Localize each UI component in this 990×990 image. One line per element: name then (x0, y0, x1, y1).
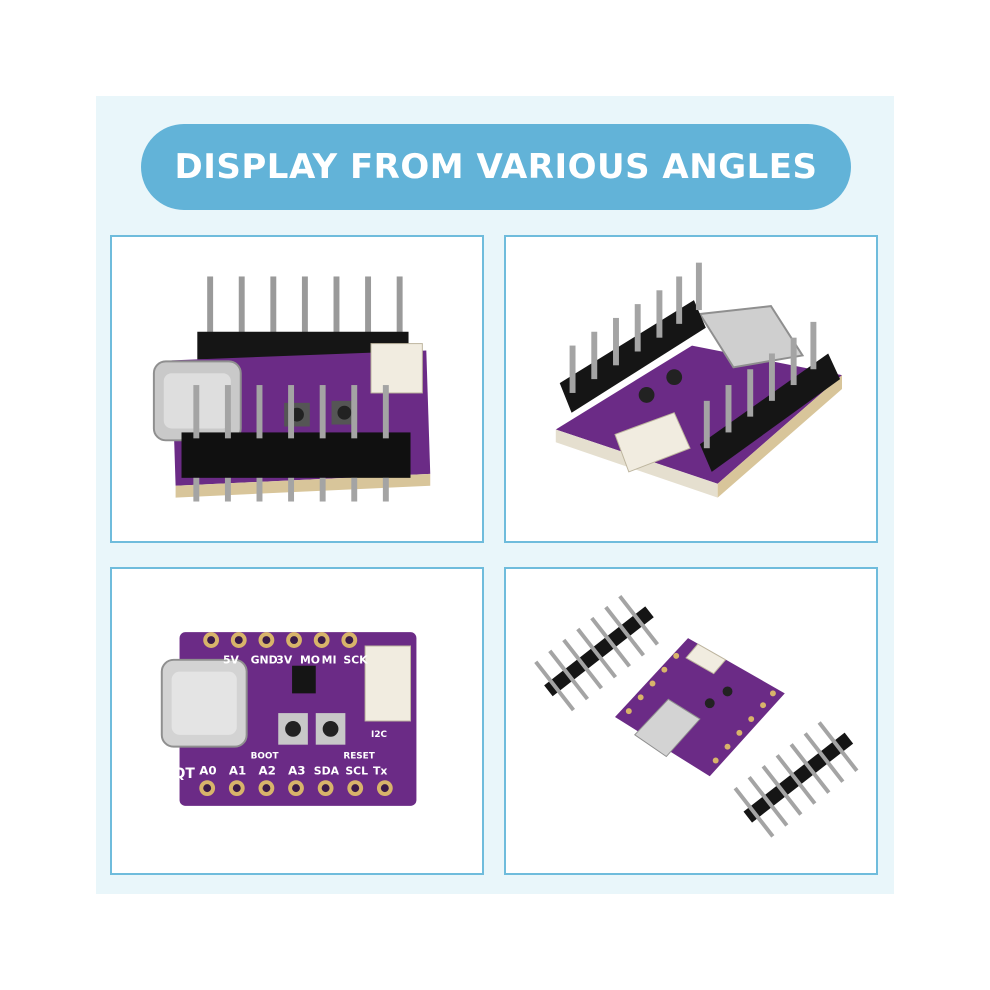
silk-label-boot: BOOT (251, 752, 279, 762)
silk-label-a0: A0 (199, 763, 216, 777)
silk-label-sck: SCK (343, 654, 368, 667)
silk-label-a2: A2 (259, 763, 276, 777)
photo-card-front-angle (110, 235, 484, 543)
silk-label-sda: SDA (314, 764, 340, 777)
silk-label-a1: A1 (229, 763, 246, 777)
silk-label-reset: RESET (343, 752, 374, 762)
board-side-angle-image (555, 262, 843, 498)
title-banner: DISPLAY FROM VARIOUS ANGLES (141, 124, 851, 210)
board-top-view-image: SCK MI MO 3V GND 5V A0 A1 A2 A3 SDA SCL … (160, 632, 417, 806)
silk-label-mo: MO (300, 654, 320, 667)
silk-label-3v: 3V (276, 654, 293, 667)
silk-label-a3: A3 (288, 763, 305, 777)
silk-label-scl: SCL (345, 764, 368, 777)
silk-label-brand: QT (174, 766, 196, 782)
page-title: DISPLAY FROM VARIOUS ANGLES (174, 147, 818, 187)
silk-label-gnd: GND (251, 654, 278, 667)
silk-label-mi: MI (322, 654, 337, 667)
board-with-loose-headers-image (534, 594, 859, 838)
silk-label-5v: 5V (223, 654, 240, 667)
photo-card-top-view: SCK MI MO 3V GND 5V A0 A1 A2 A3 SDA SCL … (110, 567, 484, 875)
photo-card-with-headers (504, 567, 878, 875)
photo-card-side-angle (504, 235, 878, 543)
silk-label-tx: Tx (373, 764, 387, 777)
silk-label-i2c: I2C (371, 730, 387, 740)
board-front-angle-image (152, 276, 431, 502)
